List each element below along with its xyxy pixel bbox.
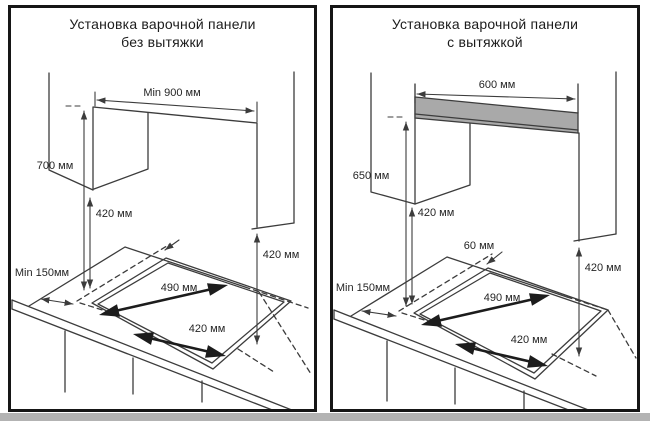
scan-footer-band: [0, 413, 650, 421]
panel-title-line2: без вытяжки: [121, 34, 204, 50]
dim-label-side-clearance: Min 150мм: [15, 267, 69, 279]
dimension-lines: [40, 91, 261, 345]
countertop-group: [333, 253, 637, 409]
dim-label-height-center: 420 мм: [418, 207, 455, 219]
cutout-corner-pointer: [486, 251, 503, 265]
dim-label-top-width: Min 900 мм: [143, 87, 200, 99]
dim-label-height-left: 650 мм: [353, 170, 390, 182]
cutout-corner-pointer: [164, 239, 180, 251]
dim-label-side-clearance: Min 150мм: [336, 282, 390, 294]
dim-label-back-offset: 60 мм: [464, 240, 494, 252]
dim-label-height-center: 420 мм: [96, 208, 133, 220]
dim-label-height-left: 700 мм: [37, 160, 74, 172]
panel-without-hood: Установка варочной панели без вытяжки: [8, 5, 317, 412]
dim-label-cutout-width: 420 мм: [511, 334, 548, 346]
dim-label-cutout-length: 490 мм: [484, 292, 521, 304]
dim-label-height-right: 420 мм: [585, 262, 622, 274]
upper-cabinets-and-walls: [48, 71, 295, 230]
panel-title: Установка варочной панели с вытяжкой: [333, 15, 637, 51]
dim-label-cutout-width: 420 мм: [189, 323, 226, 335]
panel-title-line1: Установка варочной панели: [391, 16, 579, 32]
cutout-outline: [413, 267, 609, 380]
cutout-size-arrows: [99, 283, 228, 358]
dimension-labels: 600 мм 650 мм 420 мм 420 мм 60 мм Min 15…: [336, 79, 621, 346]
cutout-outline: [91, 257, 292, 370]
hood-group: [414, 96, 579, 134]
cutout-size-arrows: [421, 293, 550, 368]
panel-title-line2: с вытяжкой: [447, 34, 523, 50]
dimension-labels: Min 900 мм 700 мм 420 мм 420 мм Min 150м…: [15, 87, 299, 335]
panel-with-hood: Установка варочной панели с вытяжкой: [330, 5, 640, 412]
panel-title: Установка варочной панели без вытяжки: [11, 15, 314, 51]
dim-label-cutout-length: 490 мм: [161, 282, 198, 294]
panel-title-line1: Установка варочной панели: [69, 16, 256, 32]
upper-cabinets-and-walls: [370, 71, 617, 242]
hood: [414, 96, 579, 134]
dim-label-top-width: 600 мм: [479, 79, 516, 91]
dim-label-height-right: 420 мм: [263, 249, 300, 261]
diagram-without-hood: Min 900 мм 700 мм 420 мм 420 мм Min 150м…: [11, 71, 312, 409]
diagram-with-hood: 600 мм 650 мм 420 мм 420 мм 60 мм Min 15…: [333, 71, 637, 409]
dimension-lines: [361, 83, 583, 357]
